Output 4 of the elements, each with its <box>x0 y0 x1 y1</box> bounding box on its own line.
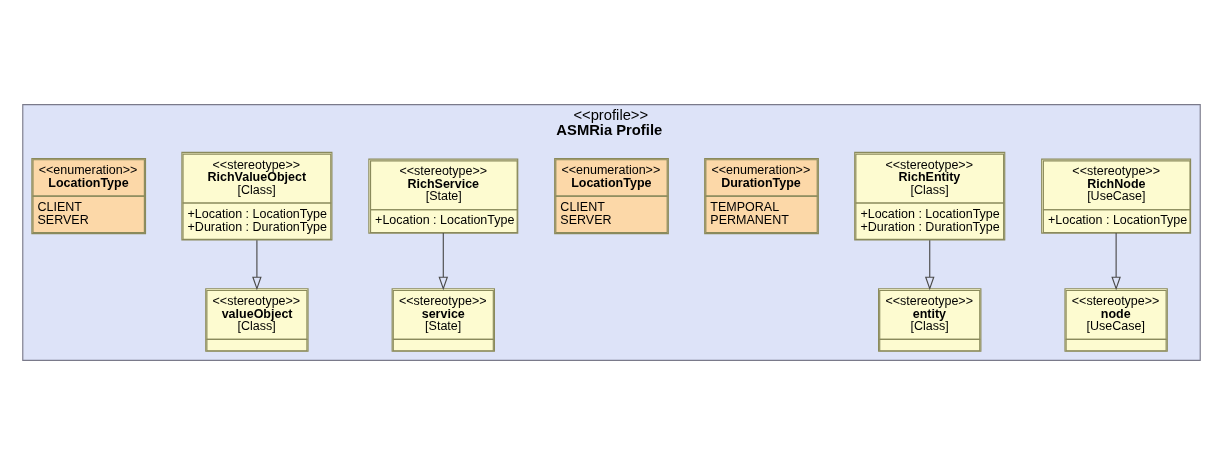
arrow <box>252 239 262 290</box>
arrow <box>1111 232 1121 290</box>
arrow <box>924 239 935 290</box>
arrow <box>438 232 449 290</box>
